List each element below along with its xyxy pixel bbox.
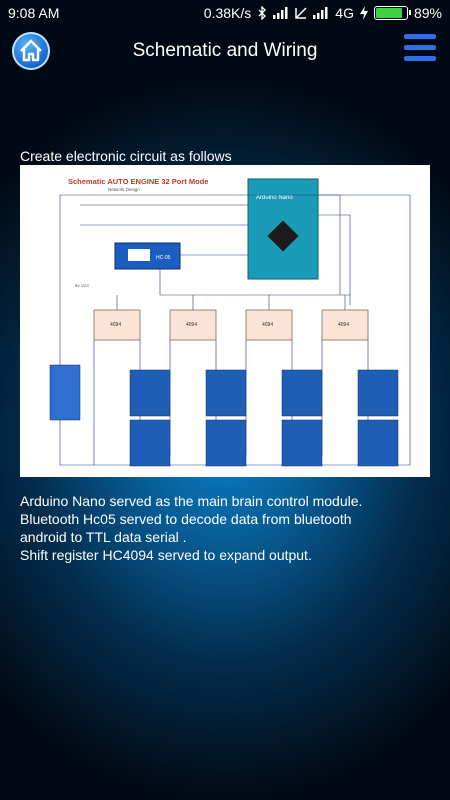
home-button[interactable] [12,32,50,70]
description-line-1: Arduino Nano served as the main brain co… [20,493,363,509]
relay-2b [205,419,247,467]
page-title: Schematic and Wiring [132,40,318,61]
relay-1a [129,369,171,417]
signal-icon [273,7,288,19]
arduino-chip [267,220,299,252]
relay-boards [49,364,399,467]
battery-percent: 89% [413,5,442,21]
battery-icon [373,6,411,20]
description-line-4: Shift register HC4094 served to expand o… [20,547,312,563]
menu-bar-2 [404,45,436,50]
vcc-label: 5V VCC [75,283,90,288]
network-type: 4G [335,5,354,21]
battery-fill [375,8,402,18]
relay-2a [205,369,247,417]
net-speed: 0.38K/s [203,5,252,21]
relay-single [49,364,81,421]
signal-icon-2 [313,7,328,19]
home-icon [20,39,42,62]
relay-3a [281,369,323,417]
description-text: Arduino Nano served as the main brain co… [20,492,440,564]
shift-registers [93,309,369,341]
relay-4b [357,419,399,467]
menu-button[interactable] [404,34,436,66]
app-bar: Schematic and Wiring [0,26,450,78]
ic-4 [321,309,369,341]
schematic-image[interactable]: Schematic AUTO ENGINE 32 Port Mode Netwo… [20,165,430,477]
ic-3 [245,309,293,341]
bluetooth-icon [258,6,267,20]
bt-chip [128,249,150,261]
menu-bar-3 [404,56,436,61]
ic-label-4: 4094 [338,322,349,328]
relay-1b [129,419,171,467]
schematic-diagram: Schematic AUTO ENGINE 32 Port Mode Netwo… [49,177,411,467]
ic-label-1: 4094 [110,322,121,328]
schematic-subheading: Network Design [108,187,140,192]
description-line-2: Bluetooth Hc05 served to decode data fro… [20,511,352,527]
description-line-3: android to TTL data serial . [20,529,187,545]
menu-bar-1 [404,34,436,39]
ic-2 [169,309,217,341]
relay-4a [357,369,399,417]
schematic-caption: Create electronic circuit as follows [20,148,232,164]
ic-1 [93,309,141,341]
relay-3b [281,419,323,467]
bt-label: HC-05 [156,255,171,261]
no-sim-icon [295,7,307,19]
ic-label-2: 4094 [186,322,197,328]
ic-label-3: 4094 [262,322,273,328]
status-time: 9:08 AM [8,5,60,21]
charging-icon [359,6,368,20]
arduino-label: Arduino Nano [256,195,293,201]
status-bar: 9:08 AM 0.38K/s 4G 89% [0,0,450,26]
schematic-heading: Schematic AUTO ENGINE 32 Port Mode [68,177,208,186]
status-icons: 0.38K/s 4G 89% [204,5,442,21]
